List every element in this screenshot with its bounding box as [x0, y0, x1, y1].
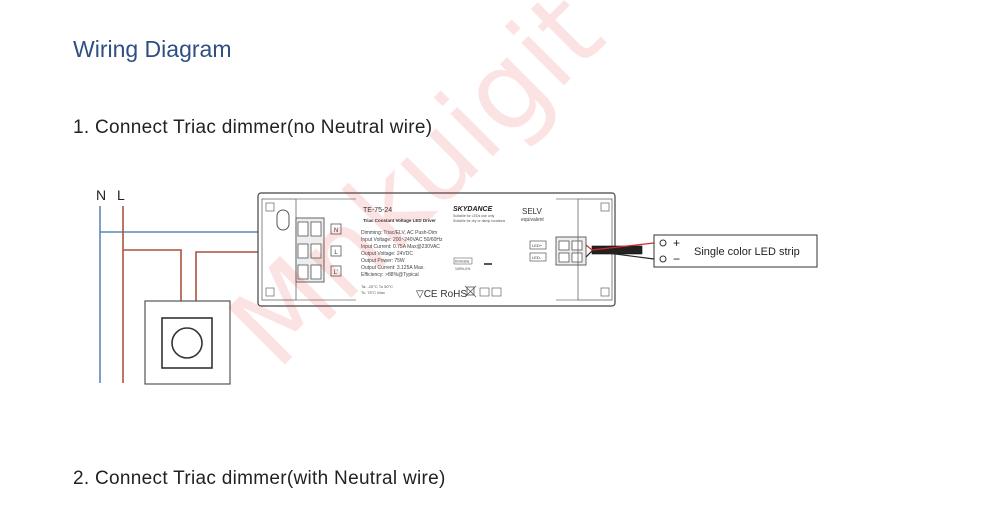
spec-line: Efficiency: >88%@Typical — [361, 272, 419, 278]
driver-subtitle: Triac Constant Voltage LED Driver — [363, 218, 436, 223]
brand-note: Suitable for LEDs use only — [453, 214, 494, 218]
step-2-heading: 2. Connect Triac dimmer(with Neutral wir… — [73, 468, 446, 489]
led-strip-box: + − Single color LED strip — [653, 234, 818, 268]
led-strip-label: Single color LED strip — [694, 246, 800, 258]
selv-sub: equivalent — [521, 217, 544, 223]
strip-plus-sign: + — [673, 236, 680, 250]
dimmer-knob-icon — [171, 327, 203, 359]
terminal-n-label: N — [334, 228, 338, 234]
house-icon — [479, 287, 490, 297]
class-icon — [491, 287, 502, 297]
bin-icon — [464, 285, 477, 298]
selv-mark: SELV — [522, 207, 543, 216]
terminal-l-label: L — [334, 250, 338, 256]
spec-line: Output Voltage: 24VDC — [361, 251, 413, 257]
terminal-l-dim-label: L' — [334, 270, 338, 276]
section-title: Wiring Diagram — [73, 36, 232, 62]
brand-logo: SKYDANCE — [453, 206, 493, 213]
spec-line: Input Current: 0.75A Max@230VAC — [361, 244, 440, 250]
temperature-ambient: Ta: -20°C To 50°C — [361, 284, 393, 289]
triac-dimmer — [144, 300, 231, 385]
dimmable-label: Dimmable — [455, 260, 470, 264]
output-led-plus-label: LED+ — [532, 243, 543, 248]
spec-line: Input Voltage: 200~240VAC 50/60Hz — [361, 237, 443, 243]
driver-model: TE-75-24 — [363, 207, 392, 214]
spec-line: Output Current: 3.125A Max. — [361, 265, 425, 271]
output-led-minus-label: LED- — [532, 255, 542, 260]
certification-marks: ▽CE RoHS — [416, 289, 467, 300]
strip-minus-sign: − — [673, 252, 680, 266]
spec-line: Dimming: Triac/ELV, AC Push-Dim — [361, 230, 437, 236]
live-wire-label: L — [117, 187, 125, 203]
brand-note: Suitable for dry or damp locations — [453, 219, 505, 223]
spec-line: Output Power: 75W — [361, 258, 405, 264]
temperature-case: Tc: 75°C Max — [361, 290, 385, 295]
led-driver: N L L' TE-75-24 Triac Constant Voltage L… — [257, 192, 616, 307]
neutral-wire-label: N — [96, 187, 107, 203]
dimming-range: 100%-0% — [455, 267, 470, 271]
step-1-heading: 1. Connect Triac dimmer(no Neutral wire) — [73, 117, 433, 138]
